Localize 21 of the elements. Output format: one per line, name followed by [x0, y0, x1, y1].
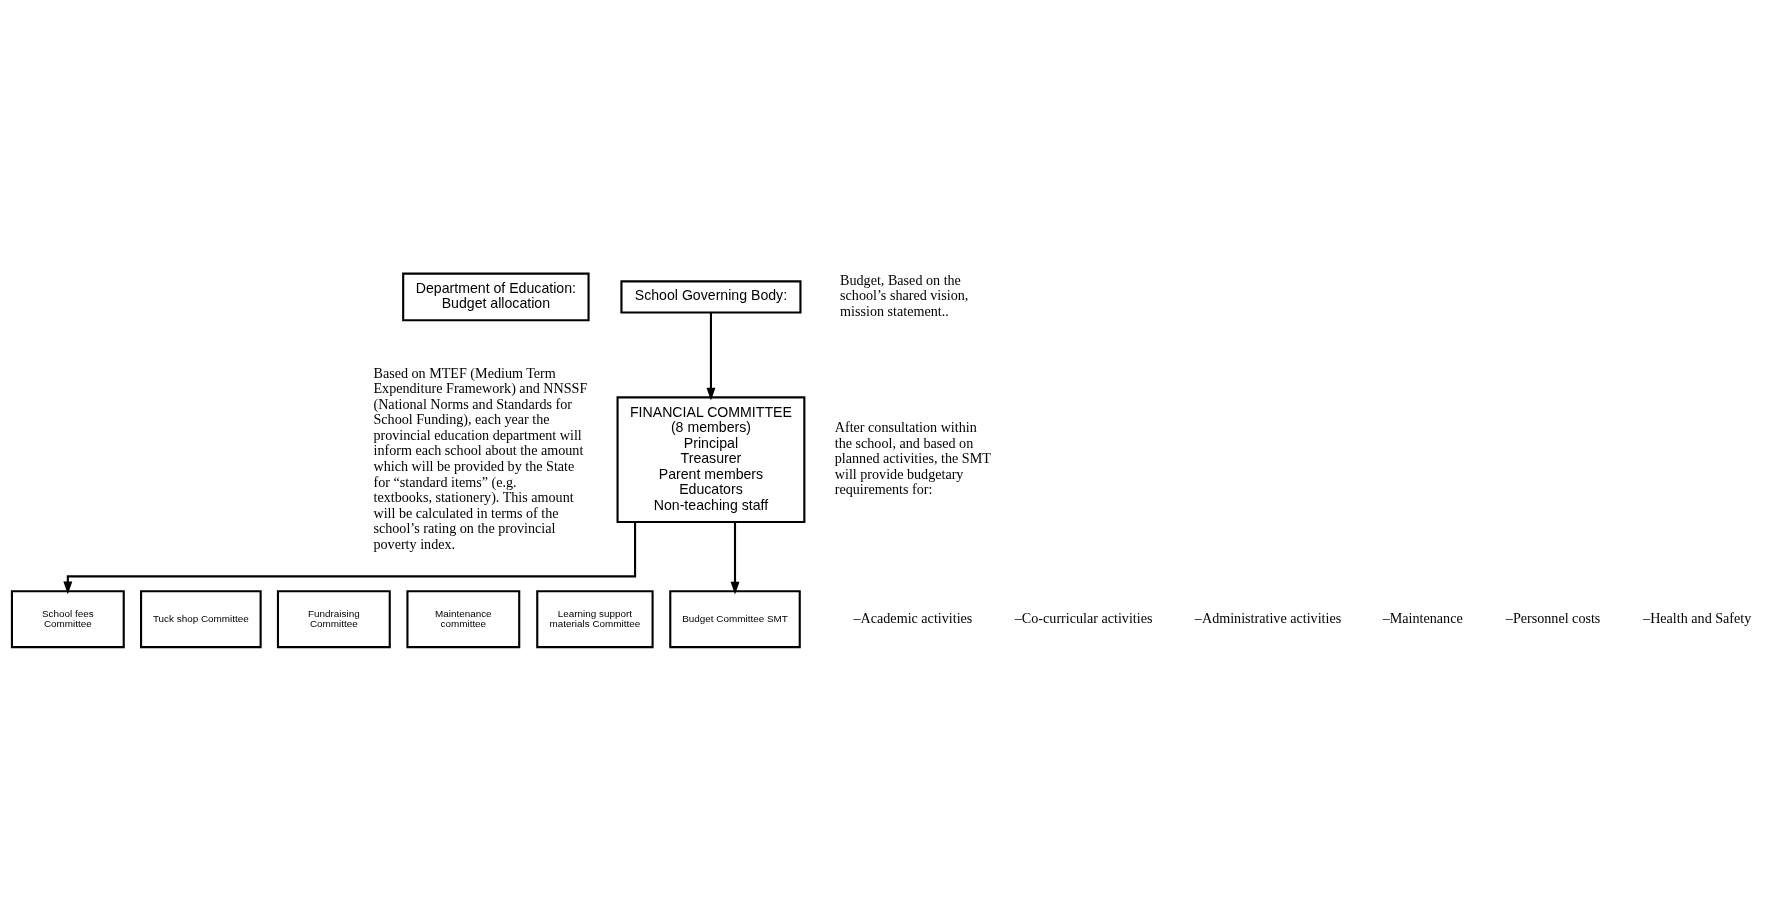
label: –Co-curricular activities: [1014, 609, 1153, 626]
label: After consultation within the school, and based on planned activities, the SMT will provide budgetary requirements for:: [834, 419, 991, 498]
node-box: Learning support materials Committee: [536, 590, 654, 649]
label: –Maintenance: [1382, 609, 1463, 626]
label: –Health and Safety: [1643, 609, 1752, 626]
label: –Academic activities: [853, 609, 973, 626]
node-box: Maintenance committee: [406, 590, 521, 649]
label: –Administrative activities: [1194, 609, 1342, 626]
arrow: [730, 522, 740, 595]
arrow: [63, 522, 637, 595]
node-box: Fundraising Committee: [276, 590, 391, 649]
node-box: School Governing Body:: [620, 280, 802, 314]
node-box: FINANCIAL COMMITTEE (8 members) Principal Treasurer Parent members Educators Non-teaching staff: [616, 396, 806, 523]
node-box: Budget Committee SMT: [669, 590, 801, 649]
node-box: Department of Education: Budget allocation: [402, 272, 590, 322]
node-box: School fees Committee: [10, 590, 125, 649]
label: Based on MTEF (Medium Term Expenditure Framework) and NNSSF (National Norms and Standards for School Funding), each year the provincial education department will inform each school about the amount which will be provided by the State for “standard items” (e.g. textbooks, stationery). This amount will be calculated in terms of the school’s rating on the provincial poverty index.: [373, 364, 588, 552]
label: –Personnel costs: [1505, 609, 1601, 626]
node-box: Tuck shop Committee: [140, 590, 262, 649]
arrow: [706, 312, 716, 401]
label: Budget, Based on the school’s shared vision, mission statement..: [840, 271, 969, 320]
